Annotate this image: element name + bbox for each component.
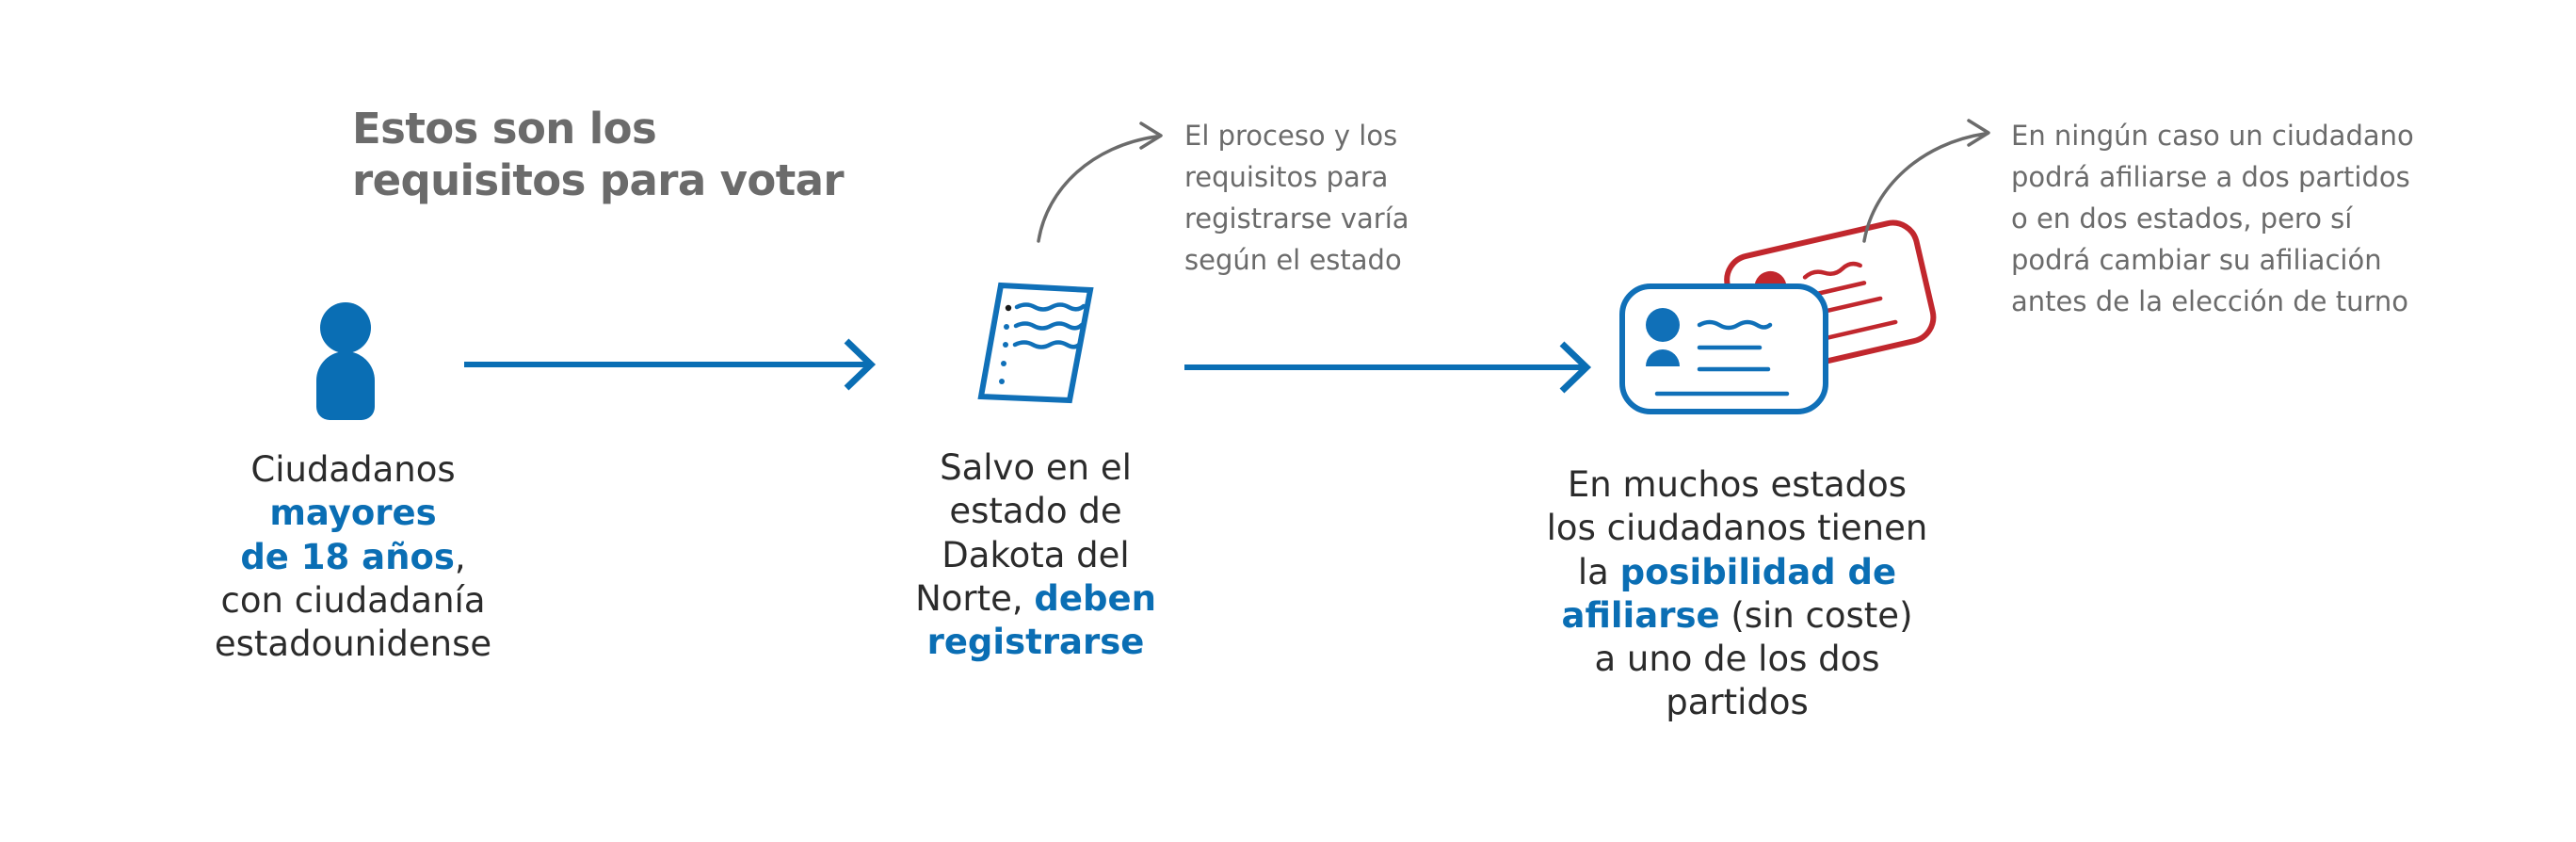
ann1-line-2: requisitos para <box>1184 161 1389 194</box>
step-2-icon-slot <box>894 268 1177 433</box>
highlight-text: registrarse <box>926 622 1145 662</box>
ann2-line-3: o en dos estados, pero sí <box>2011 202 2353 235</box>
step3-caption-line-5: a uno de los dos <box>1525 638 1949 681</box>
step1-caption-line-4: con ciudadanía <box>165 579 541 623</box>
plain-text: Ciudadanos <box>250 449 456 490</box>
highlight-text: afiliarse <box>1561 594 1720 636</box>
ann2-line-1: En ningún caso un ciudadano <box>2011 120 2414 152</box>
plain-text: , <box>454 536 466 577</box>
step1-caption-line-3: de 18 años, <box>165 536 541 579</box>
step-3-icon-slot <box>1525 235 1949 452</box>
plain-text: Norte, <box>915 577 1035 619</box>
annotation-registration-varies: El proceso y los requisitos para registrar… <box>1184 115 1495 281</box>
step2-caption-line-4: Norte, deben <box>894 577 1177 621</box>
page-title-line-2: requisitos para votar <box>352 154 845 205</box>
plain-text: con ciudadanía <box>220 579 486 621</box>
plain-text: (sin coste) <box>1719 594 1913 636</box>
step2-caption-line-3: Dakota del <box>894 534 1177 577</box>
ann1-line-3: registrarse varía <box>1184 202 1409 235</box>
page-title: Estos son los requisitos para votar <box>352 104 936 207</box>
page-title-line-1: Estos son los <box>352 104 657 154</box>
plain-text: Salvo en el <box>940 447 1132 488</box>
step1-caption-line-1: Ciudadanos <box>165 448 541 492</box>
ann2-line-4: podrá cambiar su afiliación <box>2011 244 2382 277</box>
highlight-text: mayores <box>269 493 437 534</box>
step3-caption-line-4: afiliarse (sin coste) <box>1525 594 1949 638</box>
step3-caption-line-3: la posibilidad de <box>1525 551 1949 594</box>
ann1-line-1: El proceso y los <box>1184 120 1398 152</box>
step3-caption-line-2: los ciudadanos tienen <box>1525 507 1949 550</box>
callout-curve-to-annotation-2 <box>1862 119 1990 243</box>
step3-caption-line-1: En muchos estados <box>1525 463 1949 507</box>
plain-text: Dakota del <box>942 534 1130 575</box>
step1-caption-line-5: estadounidense <box>165 623 541 666</box>
step1-caption-line-2: mayores <box>165 492 541 535</box>
highlight-text: de 18 años <box>240 536 455 577</box>
step2-caption-line-2: estado de <box>894 490 1177 533</box>
ann2-line-5: antes de la elección de turno <box>2011 285 2408 318</box>
step3-caption-line-6: partidos <box>1525 681 1949 724</box>
annotation-no-double-affiliation: En ningún caso un ciudadano podrá afiliar… <box>2011 115 2510 322</box>
callout-curve-to-annotation-1 <box>1037 121 1163 243</box>
highlight-text: deben <box>1034 577 1156 619</box>
ann2-line-2: podrá afiliarse a dos partidos <box>2011 161 2410 194</box>
plain-text: la <box>1577 551 1620 592</box>
plain-text: estado de <box>949 491 1122 532</box>
step2-caption-line-5: registrarse <box>894 621 1177 664</box>
step2-caption-line-1: Salvo en el <box>894 446 1177 490</box>
plain-text: los ciudadanos tienen <box>1546 508 1928 549</box>
ann1-line-4: según el estado <box>1184 244 1402 277</box>
plain-text: a uno de los dos <box>1594 639 1880 679</box>
step-1-icon-slot <box>165 283 541 433</box>
plain-text: En muchos estados <box>1567 464 1908 505</box>
plain-text: partidos <box>1666 682 1809 723</box>
plain-text: estadounidense <box>214 623 492 664</box>
highlight-text: posibilidad de <box>1619 551 1897 592</box>
